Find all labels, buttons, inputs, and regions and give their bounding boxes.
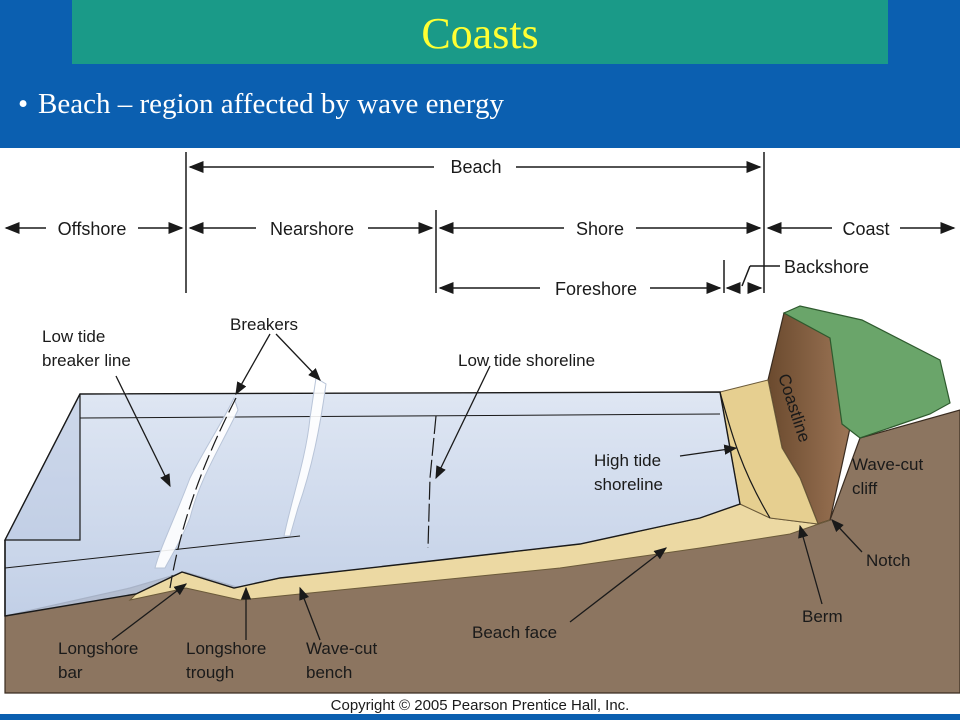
longshore-trough-label-2: trough <box>186 663 234 682</box>
longshore-trough-label-1: Longshore <box>186 639 266 658</box>
backshore-arrows <box>725 265 780 294</box>
water-body <box>4 391 741 617</box>
cliff-top-grass <box>782 305 951 439</box>
bottom-band <box>0 714 960 720</box>
nearshore-zone-label: Nearshore <box>270 219 354 239</box>
wave-cut-bench-label-1: Wave-cut <box>306 639 377 658</box>
longshore-bar-label-1: Longshore <box>58 639 138 658</box>
bullet-marker: • <box>18 88 29 120</box>
foreshore-zone-label: Foreshore <box>555 279 637 299</box>
beach-zone-label: Beach <box>450 157 501 177</box>
title-bar: Coasts <box>72 0 888 64</box>
breaker-wave-2 <box>283 377 327 537</box>
copyright-text: Copyright © 2005 Pearson Prentice Hall, … <box>331 697 630 714</box>
breaker-wave-1 <box>154 396 239 569</box>
coast-diagram-svg: Beach Offshore Nearshore Shore Coast Bac… <box>4 152 960 714</box>
wave-cut-cliff-label-1: Wave-cut <box>852 455 923 474</box>
low-tide-breaker-line-label-1: Low tide <box>42 327 105 346</box>
high-tide-shoreline-line <box>719 391 771 519</box>
offshore-zone-label: Offshore <box>58 219 127 239</box>
notch-label: Notch <box>866 551 910 570</box>
coast-zone-label: Coast <box>842 219 889 239</box>
bullet-text: Beach – region affected by wave energy <box>38 88 504 120</box>
berm-label: Berm <box>802 607 843 626</box>
backshore-zone-label: Backshore <box>784 257 869 277</box>
bullet-point: • Beach – region affected by wave energy <box>18 88 504 121</box>
water-front-face <box>4 393 81 541</box>
longshore-bar-label-2: bar <box>58 663 83 682</box>
shore-zone-label: Shore <box>576 219 624 239</box>
breakers-label: Breakers <box>230 315 298 334</box>
high-tide-shoreline-label-1: High tide <box>594 451 661 470</box>
slide-title: Coasts <box>421 9 539 58</box>
coast-diagram: Beach Offshore Nearshore Shore Coast Bac… <box>0 148 960 720</box>
zone-boundaries <box>185 152 765 293</box>
wave-cut-bench-label-2: bench <box>306 663 352 682</box>
leader-lines <box>111 333 863 641</box>
low-tide-breaker-line <box>169 397 237 589</box>
wave-cut-cliff-label-2: cliff <box>852 479 877 498</box>
low-tide-breaker-line-label-2: breaker line <box>42 351 131 370</box>
low-tide-shoreline-label: Low tide shoreline <box>458 351 595 370</box>
high-tide-shoreline-label-2: shoreline <box>594 475 663 494</box>
beach-face-label: Beach face <box>472 623 557 642</box>
